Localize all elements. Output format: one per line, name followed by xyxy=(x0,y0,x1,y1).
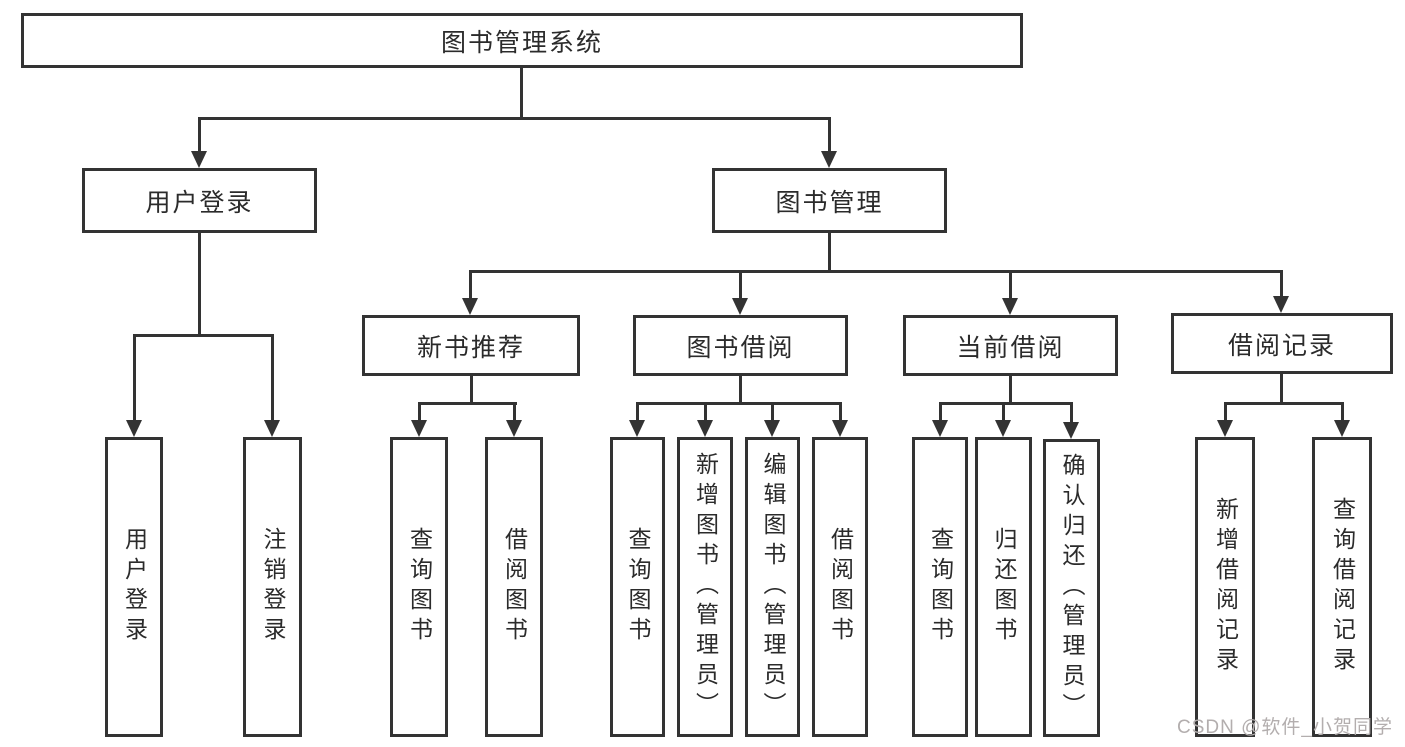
line xyxy=(1009,270,1012,300)
node-label: 新书推荐 xyxy=(416,333,525,362)
node-label: 借阅图书 xyxy=(827,527,854,647)
node-label: 当前借阅 xyxy=(956,333,1065,362)
node-system-root: 图书管理系统 xyxy=(21,13,1023,68)
line xyxy=(636,402,842,405)
line xyxy=(1280,374,1283,404)
leaf-bb-edit-books-admin: 编辑图书（管理员） xyxy=(745,437,800,737)
node-book-borrowing: 图书借阅 xyxy=(633,315,848,376)
line xyxy=(520,68,523,118)
arrowhead-icon xyxy=(411,420,427,437)
line xyxy=(828,233,831,273)
arrowhead-icon xyxy=(506,420,522,437)
leaf-br-query-record: 查询借阅记录 xyxy=(1312,437,1372,737)
csdn-watermark: CSDN @软件_小贺同学 xyxy=(1177,717,1393,738)
line xyxy=(704,402,707,422)
line xyxy=(470,376,473,404)
leaf-logout: 注销登录 xyxy=(243,437,302,737)
arrowhead-icon xyxy=(697,420,713,437)
arrowhead-icon xyxy=(1002,298,1018,315)
line xyxy=(771,402,774,422)
line xyxy=(198,117,831,120)
line xyxy=(839,402,842,422)
arrowhead-icon xyxy=(1334,420,1350,437)
node-label: 查询图书 xyxy=(927,527,954,647)
node-label: 用户登录 xyxy=(121,527,148,647)
leaf-cb-return-books: 归还图书 xyxy=(975,437,1032,737)
line xyxy=(418,402,421,422)
arrowhead-icon xyxy=(1217,420,1233,437)
node-label: 查询图书 xyxy=(625,527,651,647)
line xyxy=(739,270,742,300)
line xyxy=(133,334,136,422)
arrowhead-icon xyxy=(264,420,280,437)
leaf-nbr-borrow-books: 借阅图书 xyxy=(485,437,543,737)
node-label: 图书借阅 xyxy=(686,333,795,362)
line xyxy=(418,402,517,405)
arrowhead-icon xyxy=(629,420,645,437)
node-label: 图书管理 xyxy=(775,188,884,217)
node-label: 归还图书 xyxy=(991,527,1017,647)
node-label: 编辑图书（管理员） xyxy=(760,452,786,722)
leaf-bb-query-books: 查询图书 xyxy=(610,437,665,737)
line xyxy=(636,402,639,422)
line xyxy=(939,402,942,422)
node-label: 注销登录 xyxy=(260,527,286,647)
line xyxy=(133,334,274,337)
arrowhead-icon xyxy=(462,298,478,315)
line xyxy=(513,402,516,422)
line xyxy=(1070,402,1073,422)
leaf-user-login: 用户登录 xyxy=(105,437,163,737)
arrowhead-icon xyxy=(821,151,837,168)
node-label: 用户登录 xyxy=(145,188,254,217)
line xyxy=(739,376,742,404)
line xyxy=(198,233,201,336)
line xyxy=(1341,402,1344,422)
line xyxy=(198,117,201,155)
node-user-login: 用户登录 xyxy=(82,168,317,233)
arrowhead-icon xyxy=(126,420,142,437)
leaf-cb-confirm-return-admin: 确认归还（管理员） xyxy=(1043,439,1100,737)
node-label: 确认归还（管理员） xyxy=(1059,453,1085,723)
arrowhead-icon xyxy=(932,420,948,437)
node-new-book-recommend: 新书推荐 xyxy=(362,315,580,376)
node-label: 新增借阅记录 xyxy=(1212,497,1239,677)
arrowhead-icon xyxy=(191,151,207,168)
arrowhead-icon xyxy=(732,298,748,315)
line xyxy=(469,270,472,300)
arrowhead-icon xyxy=(764,420,780,437)
arrowhead-icon xyxy=(1063,422,1079,439)
arrowhead-icon xyxy=(1273,296,1289,313)
line xyxy=(1224,402,1344,405)
leaf-nbr-query-books: 查询图书 xyxy=(390,437,448,737)
line xyxy=(271,334,274,422)
arrowhead-icon xyxy=(995,420,1011,437)
leaf-br-add-record: 新增借阅记录 xyxy=(1195,437,1255,737)
node-label: 借阅图书 xyxy=(501,527,528,647)
node-label: 查询图书 xyxy=(406,527,433,647)
node-label: 查询借阅记录 xyxy=(1329,497,1356,677)
node-label: 图书管理系统 xyxy=(440,28,603,57)
leaf-cb-query-books: 查询图书 xyxy=(912,437,968,737)
node-book-management: 图书管理 xyxy=(712,168,947,233)
line xyxy=(1002,402,1005,422)
line xyxy=(469,270,1283,273)
leaf-bb-borrow-books: 借阅图书 xyxy=(812,437,868,737)
leaf-bb-add-books-admin: 新增图书（管理员） xyxy=(677,437,733,737)
node-label: 新增图书（管理员） xyxy=(692,452,719,722)
line xyxy=(1224,402,1227,422)
line xyxy=(939,402,1073,405)
line xyxy=(1009,376,1012,404)
line xyxy=(1280,270,1283,300)
arrowhead-icon xyxy=(832,420,848,437)
node-borrowing-records: 借阅记录 xyxy=(1171,313,1393,374)
line xyxy=(828,117,831,155)
node-label: 借阅记录 xyxy=(1227,331,1336,360)
node-current-borrowing: 当前借阅 xyxy=(903,315,1118,376)
